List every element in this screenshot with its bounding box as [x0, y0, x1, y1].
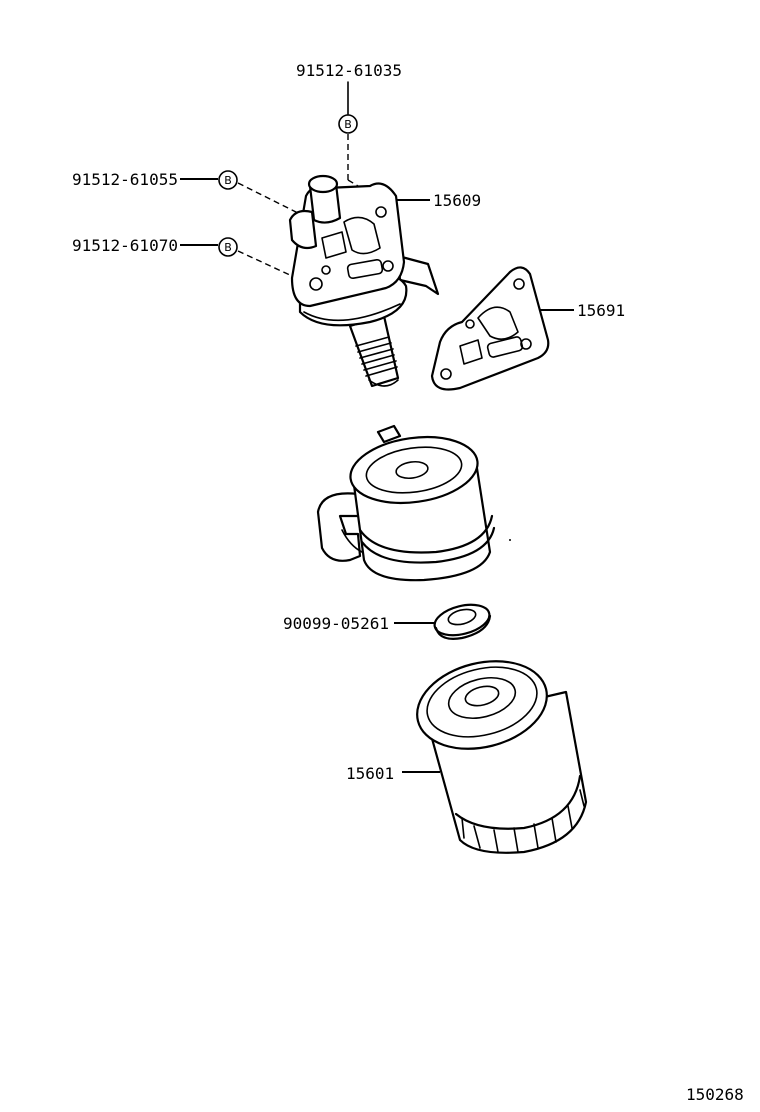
- figure-number: 150268: [686, 1085, 744, 1104]
- gasket: [430, 266, 550, 391]
- label-washer: 90099-05261: [283, 614, 389, 633]
- washer: [433, 603, 492, 640]
- callout-b-low: B: [218, 237, 238, 257]
- label-gasket: 15691: [577, 301, 625, 320]
- leader-lines: [180, 81, 574, 773]
- svg-text:B: B: [224, 241, 232, 254]
- callout-b-top: B: [338, 114, 358, 134]
- oil-filter: [416, 660, 588, 854]
- label-filter: 15601: [346, 764, 394, 783]
- svg-text:B: B: [344, 118, 352, 131]
- label-bolt-mid: 91512-61055: [72, 170, 178, 189]
- oil-filter-bracket: [288, 174, 440, 388]
- oil-cooler: [316, 424, 511, 582]
- label-bracket: 15609: [433, 191, 481, 210]
- label-bolt-low: 91512-61070: [72, 236, 178, 255]
- callout-b-mid: B: [218, 170, 238, 190]
- label-bolt-top: 91512-61035: [296, 61, 402, 80]
- svg-text:B: B: [224, 174, 232, 187]
